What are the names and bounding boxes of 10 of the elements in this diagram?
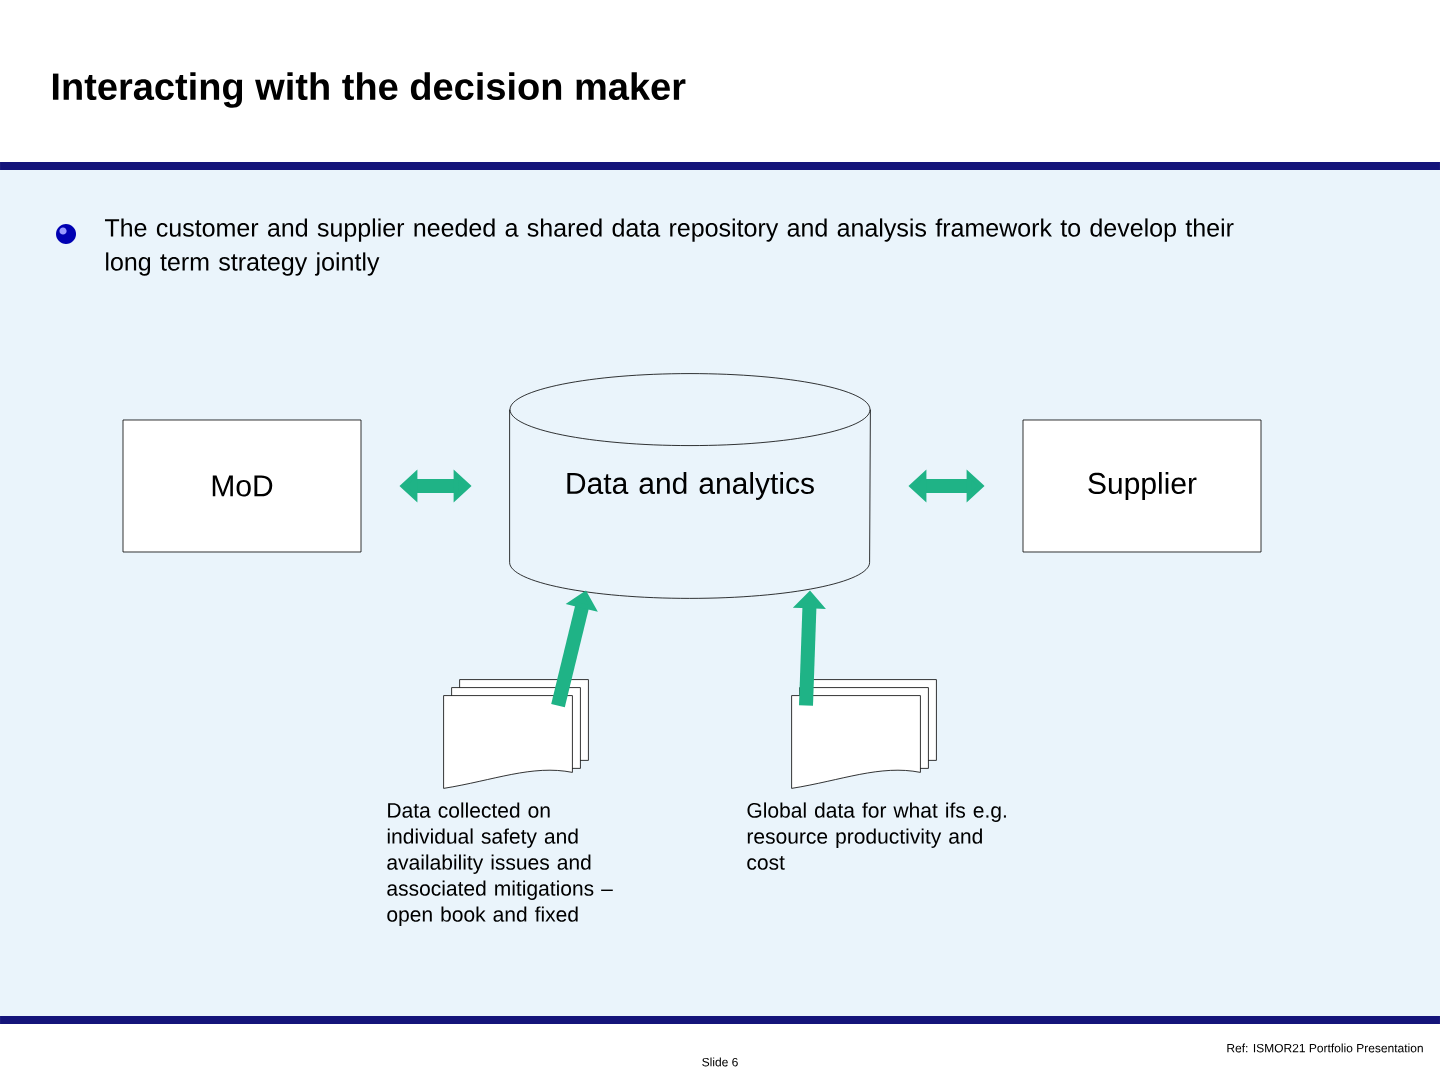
document-stack-icon [443,679,589,789]
node-box: Supplier [1022,419,1262,553]
node-box: MoD [122,419,362,553]
database-cylinder: Data and analytics [509,373,871,599]
caption-text: Global data for what ifs e.g. resource productivity and cost [747,802,1006,870]
slide-title: Interacting with the decision maker [52,72,686,108]
caption-text: Data collected on individual safety and availability issues and associated mitigations – open book and fixed [387,802,613,926]
document-stack-icon [791,679,937,789]
bullet-text: The customer and supplier needed a shared data repository and analysis framework to develop their long term strategy jointly [105,218,1234,276]
node-label: Data and analytics [567,472,814,500]
